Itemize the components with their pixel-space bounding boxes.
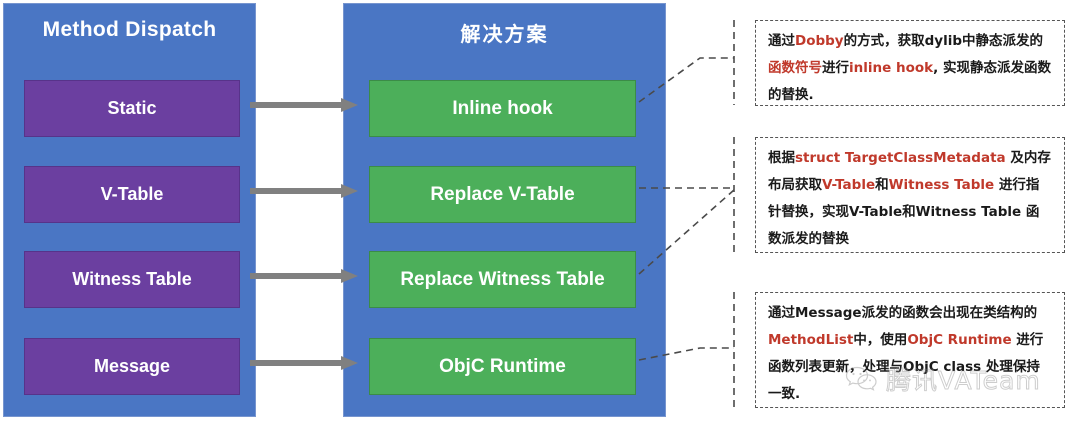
arrow-witness-to-replace-witness bbox=[250, 269, 358, 283]
note-highlight-text: 函数符号 bbox=[768, 60, 822, 76]
arrow-vtable-to-replace-vtable bbox=[250, 184, 358, 198]
note-highlight-text: inline hook bbox=[849, 60, 934, 76]
note-text: 和 bbox=[875, 177, 889, 193]
arrow-head-icon bbox=[341, 184, 358, 198]
method-dispatch-title: Method Dispatch bbox=[42, 18, 217, 41]
solution-title: 解决方案 bbox=[460, 24, 549, 46]
arrow-shaft bbox=[250, 273, 342, 279]
note-highlight-text: Dobby bbox=[795, 33, 844, 49]
note-inline-hook: 通过Dobby的方式，获取dylib中静态派发的函数符号进行inline hoo… bbox=[755, 20, 1065, 106]
arrow-message-to-objc-runtime bbox=[250, 356, 358, 370]
note-text: 通过Message派发的函数会出现在类结构的 bbox=[768, 305, 1038, 321]
note-highlight-text: V-Table bbox=[822, 177, 876, 193]
arrow-head-icon bbox=[341, 356, 358, 370]
note-highlight-text: struct TargetClassMetadata bbox=[795, 150, 1006, 166]
arrow-static-to-inline-hook bbox=[250, 98, 358, 112]
note-text: 根据 bbox=[768, 150, 795, 166]
dispatch-item-witness-table[interactable]: Witness Table bbox=[24, 251, 240, 308]
arrow-head-icon bbox=[341, 269, 358, 283]
note-text: 进行指针替换，实现V-Table和Witness Table 函数派发的替换 bbox=[768, 177, 1040, 247]
arrow-shaft bbox=[250, 188, 342, 194]
solution-item-replace-vtable[interactable]: Replace V-Table bbox=[369, 166, 636, 223]
dispatch-item-static[interactable]: Static bbox=[24, 80, 240, 137]
arrow-shaft bbox=[250, 360, 342, 366]
solution-item-objc-runtime[interactable]: ObjC Runtime bbox=[369, 338, 636, 395]
note-text: 通过 bbox=[768, 33, 795, 49]
note-text: 进行 bbox=[822, 60, 849, 76]
note-objc-runtime: 通过Message派发的函数会出现在类结构的 MethodList中，使用ObjC… bbox=[755, 292, 1065, 408]
note-highlight-text: MethodList bbox=[768, 332, 854, 348]
dispatch-item-vtable[interactable]: V-Table bbox=[24, 166, 240, 223]
note-text: , 实现静态派发函数的替换. bbox=[768, 60, 1051, 103]
note-highlight-text: Witness Table bbox=[888, 177, 995, 193]
solution-panel: 解决方案 Inline hook Replace V-Table Replace… bbox=[343, 3, 666, 417]
note-text: 的方式，获取dylib中静态派发的 bbox=[843, 33, 1043, 49]
arrow-shaft bbox=[250, 102, 342, 108]
method-dispatch-panel: Method Dispatch Static V-Table Witness T… bbox=[3, 3, 256, 417]
note-text: 中，使用 bbox=[853, 332, 908, 348]
solution-item-replace-witness-table[interactable]: Replace Witness Table bbox=[369, 251, 636, 308]
note-highlight-text: ObjC Runtime bbox=[907, 332, 1012, 348]
note-text: 进行函数列表更新，处理与ObjC class 处理保持一致. bbox=[768, 332, 1044, 402]
dispatch-item-message[interactable]: Message bbox=[24, 338, 240, 395]
note-replace-tables: 根据struct TargetClassMetadata 及内存布局获取V-Ta… bbox=[755, 137, 1065, 253]
solution-item-inline-hook[interactable]: Inline hook bbox=[369, 80, 636, 137]
arrow-head-icon bbox=[341, 98, 358, 112]
note-text: 及内存布局获取 bbox=[768, 150, 1051, 193]
